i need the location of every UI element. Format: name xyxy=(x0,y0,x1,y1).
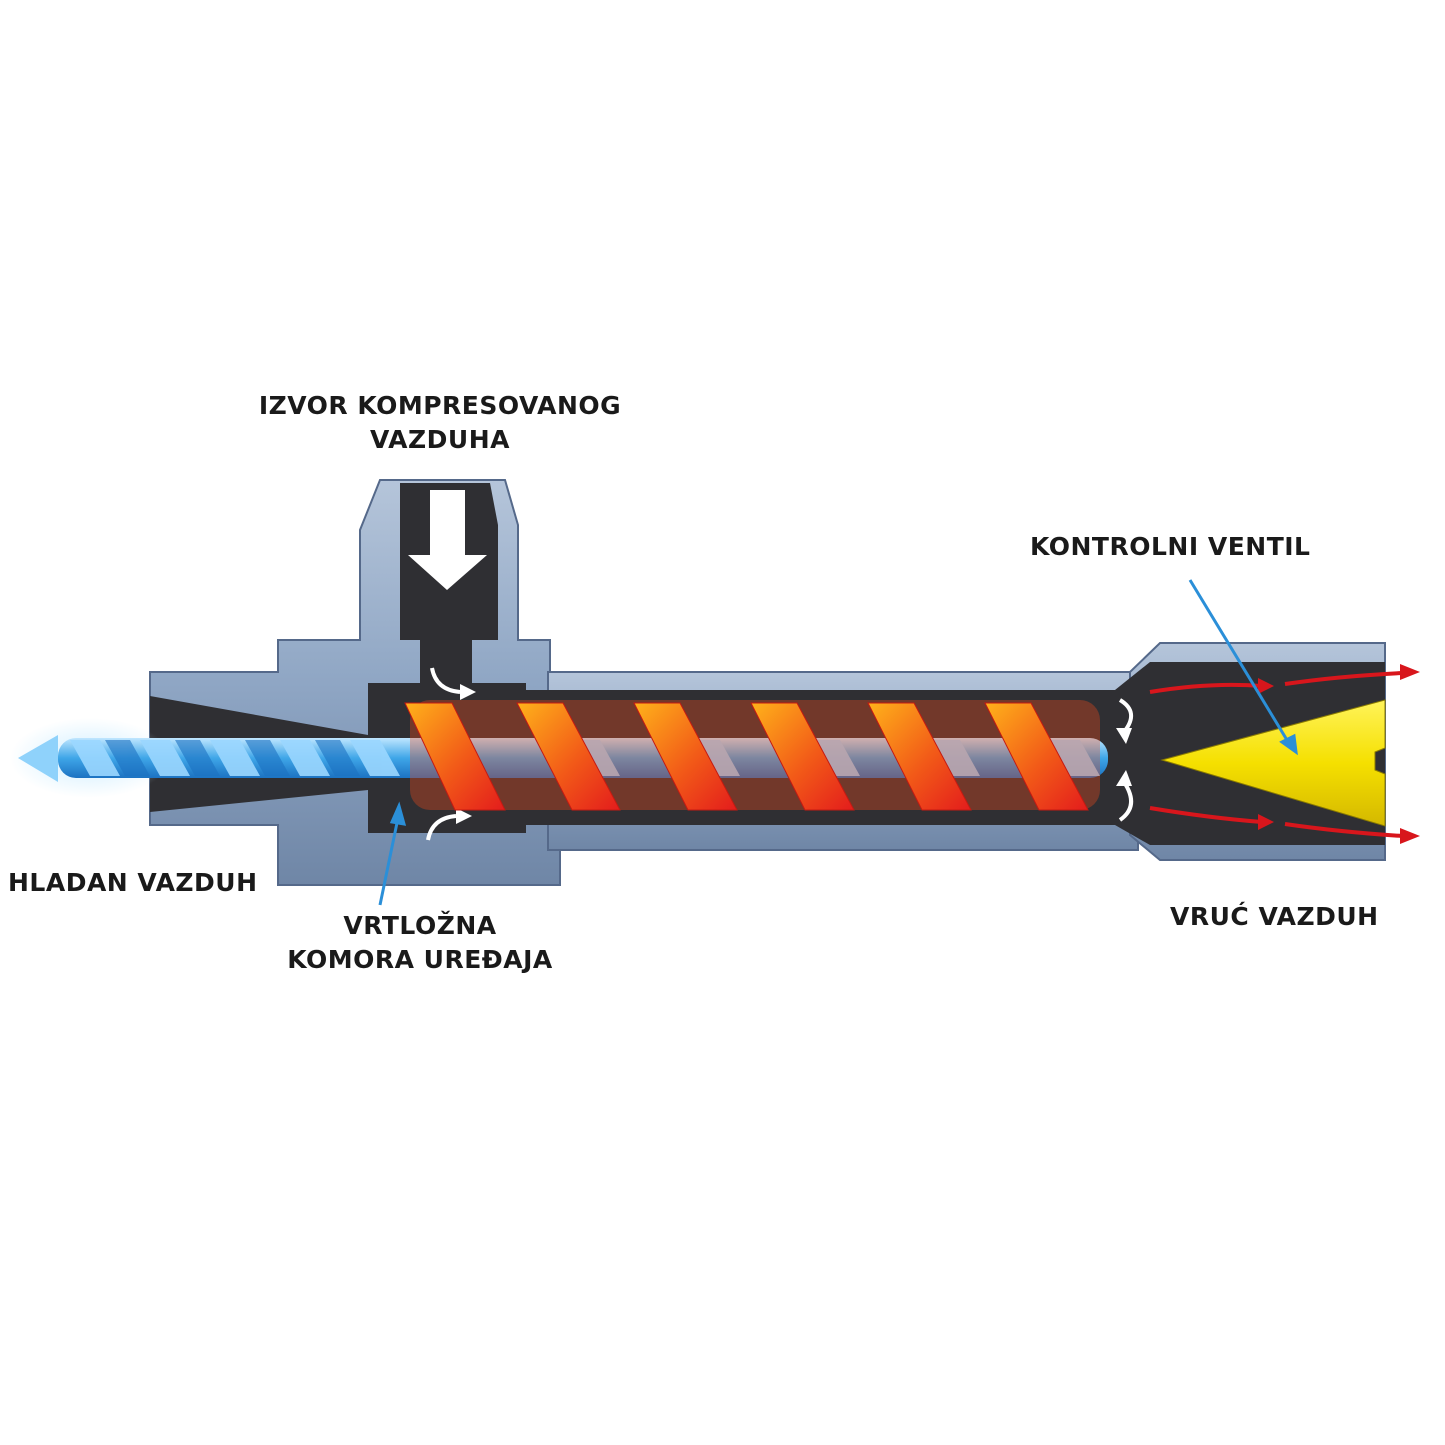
cold-air-label: HLADAN VAZDUH xyxy=(8,868,258,897)
hot-air-label: VRUĆ VAZDUH xyxy=(1170,902,1379,931)
hot-vortex xyxy=(404,700,1100,811)
compressed-air-source-label: IZVOR KOMPRESOVANOG VAZDUHA xyxy=(258,391,622,454)
control-valve-cone xyxy=(1160,699,1386,827)
control-valve-label: KONTROLNI VENTIL xyxy=(1030,532,1311,561)
pointer-lines xyxy=(378,579,1298,906)
curved-arrow-heads xyxy=(456,684,1132,824)
down-arrow-icon xyxy=(408,490,487,590)
vortex-chamber-label: VRTLOŽNA KOMORA UREĐAJA xyxy=(287,911,553,974)
hot-air-arrow-icon xyxy=(1149,671,1403,838)
